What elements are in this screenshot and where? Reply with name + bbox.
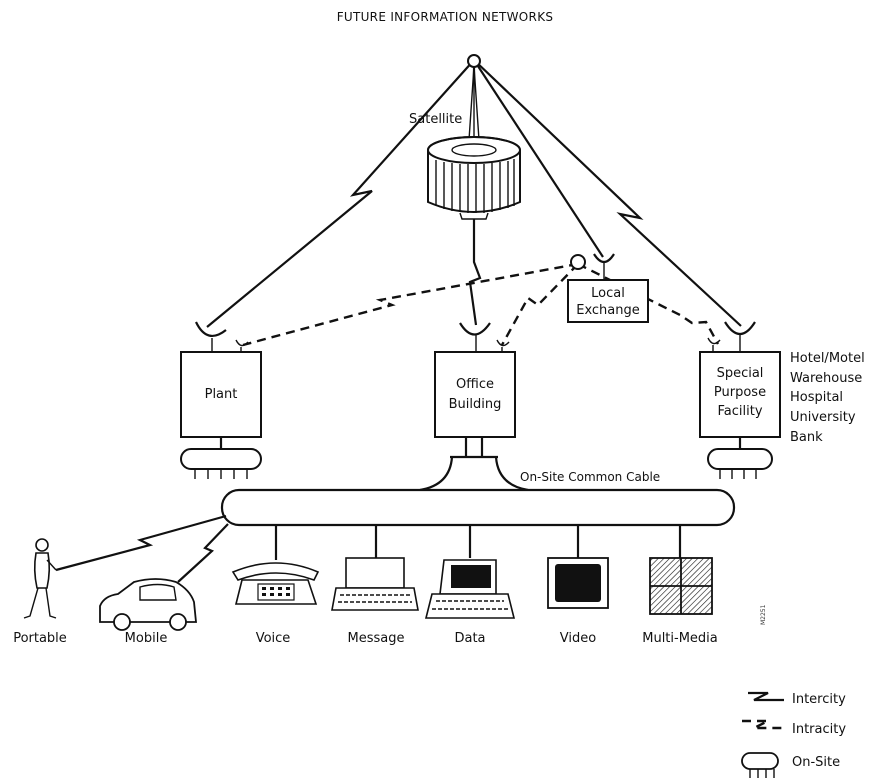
satellite-apex-node [467, 54, 481, 68]
link-hub-plant [242, 262, 579, 347]
video-monitor-icon [547, 557, 609, 609]
intercity-links [206, 59, 742, 328]
legend: Intercity Intracity On-Site [741, 691, 846, 778]
device-label-video: Video [560, 631, 596, 646]
exchange-dish-icon [593, 253, 615, 264]
intracity-hub-node [570, 254, 586, 270]
multimedia-display-icon [649, 557, 713, 615]
office-building-box [434, 351, 516, 438]
plant-onsite-cable-icon [180, 448, 262, 479]
office-dish-icon [459, 322, 491, 336]
local-exchange-label-1: Local [591, 286, 625, 301]
link-earthstation-office [468, 218, 482, 326]
facility-example: University [790, 410, 856, 425]
legend-intracity-icon [742, 719, 786, 730]
plant-box [180, 351, 262, 438]
portable-person-icon [23, 538, 57, 619]
voice-telephone-icon [231, 562, 320, 605]
satellite-label: Satellite [409, 112, 462, 127]
facility-example: Bank [790, 430, 823, 445]
device-label-message: Message [348, 631, 405, 646]
link-satellite-plant [206, 59, 475, 328]
on-site-common-cable [220, 488, 736, 527]
office-building-label-1: Office [456, 377, 494, 392]
data-terminal-icon [424, 559, 516, 619]
device-label-portable: Portable [13, 631, 67, 646]
facility-example: Hotel/Motel [790, 351, 865, 366]
facility-onsite-cable-icon [707, 448, 773, 479]
link-cable-portable [55, 514, 227, 572]
cable-label: On-Site Common Cable [520, 470, 660, 484]
facility-example: Hospital [790, 390, 843, 405]
office-building-label-2: Building [449, 397, 502, 412]
satellite-antenna-icon [468, 65, 480, 141]
earth-station-icon [427, 136, 521, 220]
plant-dish-icon [195, 321, 227, 338]
facility-label-1: Special [717, 366, 764, 381]
office-small-dish-icon [496, 339, 510, 352]
link-satellite-facility [473, 59, 742, 327]
figure-id: M2251 [760, 604, 767, 625]
facility-label-3: Facility [717, 404, 762, 419]
facility-examples-list: Hotel/Motel Warehouse Hospital Universit… [790, 351, 865, 445]
link-cable-mobile [177, 523, 229, 583]
device-label-mobile: Mobile [125, 631, 168, 646]
legend-intercity-icon [748, 691, 784, 702]
local-exchange-box [567, 279, 649, 323]
device-label-multimedia: Multi-Media [642, 631, 718, 646]
plant-label: Plant [205, 387, 238, 402]
legend-onsite-icon [741, 752, 779, 778]
facility-label-2: Purpose [714, 385, 766, 400]
mobile-car-icon [99, 578, 197, 631]
link-satellite-exchange [473, 59, 604, 258]
local-exchange-label-2: Exchange [576, 303, 640, 318]
device-label-voice: Voice [256, 631, 291, 646]
device-drop-lines [274, 525, 682, 560]
diagram-title: FUTURE INFORMATION NETWORKS [337, 10, 554, 24]
link-hub-office [500, 263, 579, 346]
legend-onsite-label: On-Site [792, 755, 840, 770]
facility-small-dish-icon [707, 337, 721, 352]
facility-example: Warehouse [790, 371, 862, 386]
plant-small-dish-icon [235, 339, 249, 352]
message-terminal-icon [331, 557, 419, 611]
legend-intercity-label: Intercity [792, 692, 846, 707]
legend-intracity-label: Intracity [792, 722, 846, 737]
device-label-data: Data [454, 631, 485, 646]
office-cable-riser [419, 437, 529, 492]
special-purpose-facility-box [699, 351, 781, 438]
